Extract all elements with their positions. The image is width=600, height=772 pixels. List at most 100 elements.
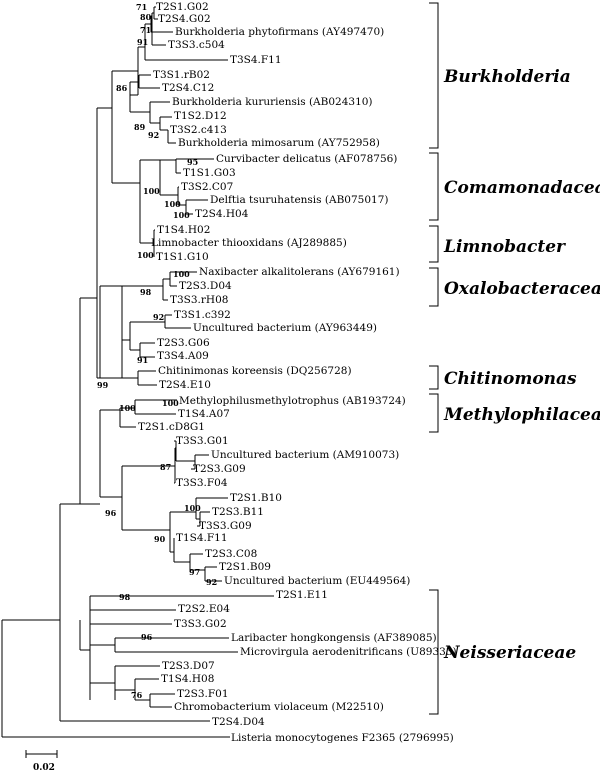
taxon-label: Uncultured bacterium (AM910073) [211, 449, 399, 461]
taxon-label: T3S1.rB02 [153, 69, 210, 81]
taxon-label: T2S3.F01 [177, 688, 229, 700]
clade-label: Neisseriaceae [443, 643, 576, 663]
bootstrap-value: 96 [105, 508, 117, 518]
bootstrap-value: 100 [173, 210, 190, 220]
taxon-label: T2S3.C08 [205, 548, 257, 560]
bootstrap-value: 95 [187, 157, 198, 167]
bootstrap-value: 92 [153, 312, 164, 322]
taxon-label: T3S4.A09 [157, 350, 209, 362]
taxon-label: T3S3.G01 [176, 435, 229, 447]
taxon-label: T3S3.rH08 [170, 294, 228, 306]
clade-bracket [429, 365, 439, 390]
bootstrap-value: 100 [162, 398, 179, 408]
taxon-label: T3S3.G09 [199, 520, 252, 532]
taxon-label: Listeria monocytogenes F2365 (2796995) [231, 732, 454, 744]
clade-bracket [429, 267, 439, 307]
taxon-label: T2S4.C12 [162, 82, 214, 94]
taxon-label: Naxibacter alkalitolerans (AY679161) [199, 266, 400, 278]
clade-label: Chitinomonas [444, 369, 577, 389]
taxon-label: T3S2.c413 [170, 124, 227, 136]
bootstrap-value: 71 [136, 2, 147, 12]
clade-bracket [429, 2, 439, 149]
clade-label: Oxalobacteraceae [444, 279, 600, 299]
bootstrap-value: 100 [184, 503, 201, 513]
taxon-label: T2S3.D07 [162, 660, 215, 672]
taxon-label: T2S3.B11 [212, 506, 264, 518]
taxon-label: T2S1.B09 [219, 561, 271, 573]
taxon-label: T1S1.G10 [156, 251, 209, 263]
bootstrap-value: 98 [119, 592, 131, 602]
bootstrap-value: 100 [137, 250, 154, 260]
bootstrap-value: 97 [189, 567, 200, 577]
taxon-label: T1S1.G03 [183, 167, 236, 179]
taxon-label: Limnobacter thiooxidans (AJ289885) [151, 237, 347, 249]
bootstrap-value: 92 [148, 130, 159, 140]
taxon-label: Burkholderia mimosarum (AY752958) [178, 137, 380, 149]
taxon-label: T2S3.D04 [179, 280, 232, 292]
scale-bar-label: 0.02 [33, 763, 55, 772]
scale-bar: 0.02 [25, 750, 58, 772]
bootstrap-value: 87 [160, 462, 171, 472]
taxon-label: T2S4.H04 [195, 208, 249, 220]
taxon-label: T2S4.E10 [159, 379, 211, 391]
bootstrap-value: 86 [116, 83, 128, 93]
taxon-label: T1S4.A07 [178, 408, 230, 420]
taxon-label: Chromobacterium violaceum (M22510) [174, 701, 384, 713]
taxon-label: T1S4.H02 [157, 224, 210, 236]
bootstrap-value: 91 [137, 355, 148, 365]
taxon-label: Uncultured bacterium (AY963449) [193, 322, 377, 334]
taxon-label: T2S3.G09 [193, 463, 246, 475]
clade-bracket [429, 152, 439, 221]
clade-label: Comamonadaceae [444, 178, 600, 198]
bootstrap-value: 96 [141, 632, 153, 642]
taxon-label: T3S4.F11 [230, 54, 282, 66]
taxon-label: T3S3.F04 [176, 477, 228, 489]
taxon-labels: T2S1.G02 T2S4.G02 Burkholderia phytofirm… [138, 1, 457, 744]
taxon-label: T3S3.c504 [168, 39, 225, 51]
clade-label: Burkholderia [443, 67, 571, 87]
taxon-label: Burkholderia phytofirmans (AY497470) [175, 26, 384, 38]
taxon-label: T1S2.D12 [174, 110, 227, 122]
bootstrap-value: 98 [140, 287, 152, 297]
bootstrap-value: 100 [173, 269, 190, 279]
clade-bracket [429, 589, 439, 715]
bootstrap-value: 91 [137, 37, 148, 47]
bootstrap-value: 80 [140, 12, 152, 22]
taxon-label: T2S1.B10 [230, 492, 282, 504]
taxon-label: T2S1.G02 [156, 1, 209, 13]
taxon-label: T2S4.G02 [158, 13, 211, 25]
bootstrap-value: 76 [131, 690, 143, 700]
bootstrap-value: 100 [119, 403, 136, 413]
clade-label: Limnobacter [443, 237, 566, 257]
taxon-label: T3S2.C07 [181, 181, 233, 193]
bootstrap-value: 99 [97, 380, 109, 390]
taxon-label: Microvirgula aerodenitrificans (U89333) [240, 646, 457, 658]
taxon-label: Delftia tsuruhatensis (AB075017) [210, 194, 388, 206]
taxon-label: T2S2.E04 [178, 603, 230, 615]
taxon-label: T3S3.G02 [174, 618, 227, 630]
taxon-label: T2S1.E11 [276, 589, 328, 601]
clade-brackets [429, 2, 439, 715]
taxon-label: Curvibacter delicatus (AF078756) [216, 153, 397, 165]
bootstrap-value: 100 [164, 199, 181, 209]
bootstrap-value: 90 [154, 534, 166, 544]
tree-branches [1, 6, 274, 738]
taxon-label: T2S3.G06 [157, 337, 210, 349]
taxon-label: Uncultured bacterium (EU449564) [224, 575, 410, 587]
taxon-label: Laribacter hongkongensis (AF389085) [231, 632, 437, 644]
bootstrap-value: 92 [206, 577, 217, 587]
taxon-label: Burkholderia kururiensis (AB024310) [172, 96, 373, 108]
taxon-label: T2S4.D04 [212, 716, 265, 728]
taxon-label: Methylophilusmethylotrophus (AB193724) [179, 395, 406, 407]
bootstrap-values: 71 80 71 91 86 89 92 95 100 100 100 100 … [97, 2, 217, 700]
clade-label: Methylophilaceae [443, 405, 600, 425]
taxon-label: Chitinimonas koreensis (DQ256728) [158, 365, 352, 377]
taxon-label: T1S4.H08 [161, 673, 214, 685]
bootstrap-value: 89 [134, 122, 146, 132]
bootstrap-value: 71 [140, 25, 151, 35]
taxon-label: T1S4.F11 [176, 532, 228, 544]
bootstrap-value: 100 [143, 186, 160, 196]
clade-bracket [429, 225, 439, 263]
taxon-label: T2S1.cD8G1 [138, 421, 205, 433]
